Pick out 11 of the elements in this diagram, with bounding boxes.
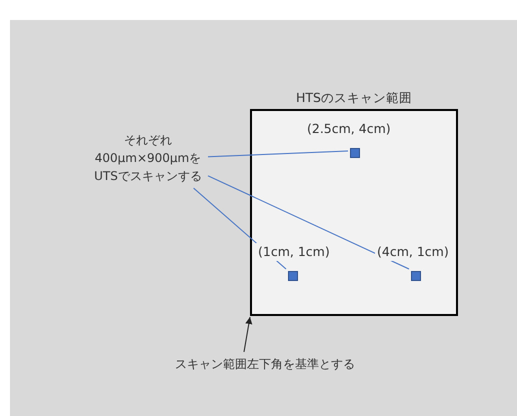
scan-point-marker xyxy=(411,271,421,281)
leader-line xyxy=(208,175,410,270)
scan-point-marker xyxy=(288,271,298,281)
area-title: HTSのスキャン範囲 xyxy=(295,89,413,107)
leader-line xyxy=(208,150,348,158)
scan-point-marker xyxy=(350,148,360,158)
callout-text: それぞれ400μm×900μmをUTSでスキャンする xyxy=(88,131,208,187)
coordinate-label: (1cm, 1cm) xyxy=(256,243,332,261)
leader-line xyxy=(193,188,286,270)
arrow xyxy=(244,316,252,352)
callout-text: スキャン範囲左下角を基準とする xyxy=(160,355,370,393)
